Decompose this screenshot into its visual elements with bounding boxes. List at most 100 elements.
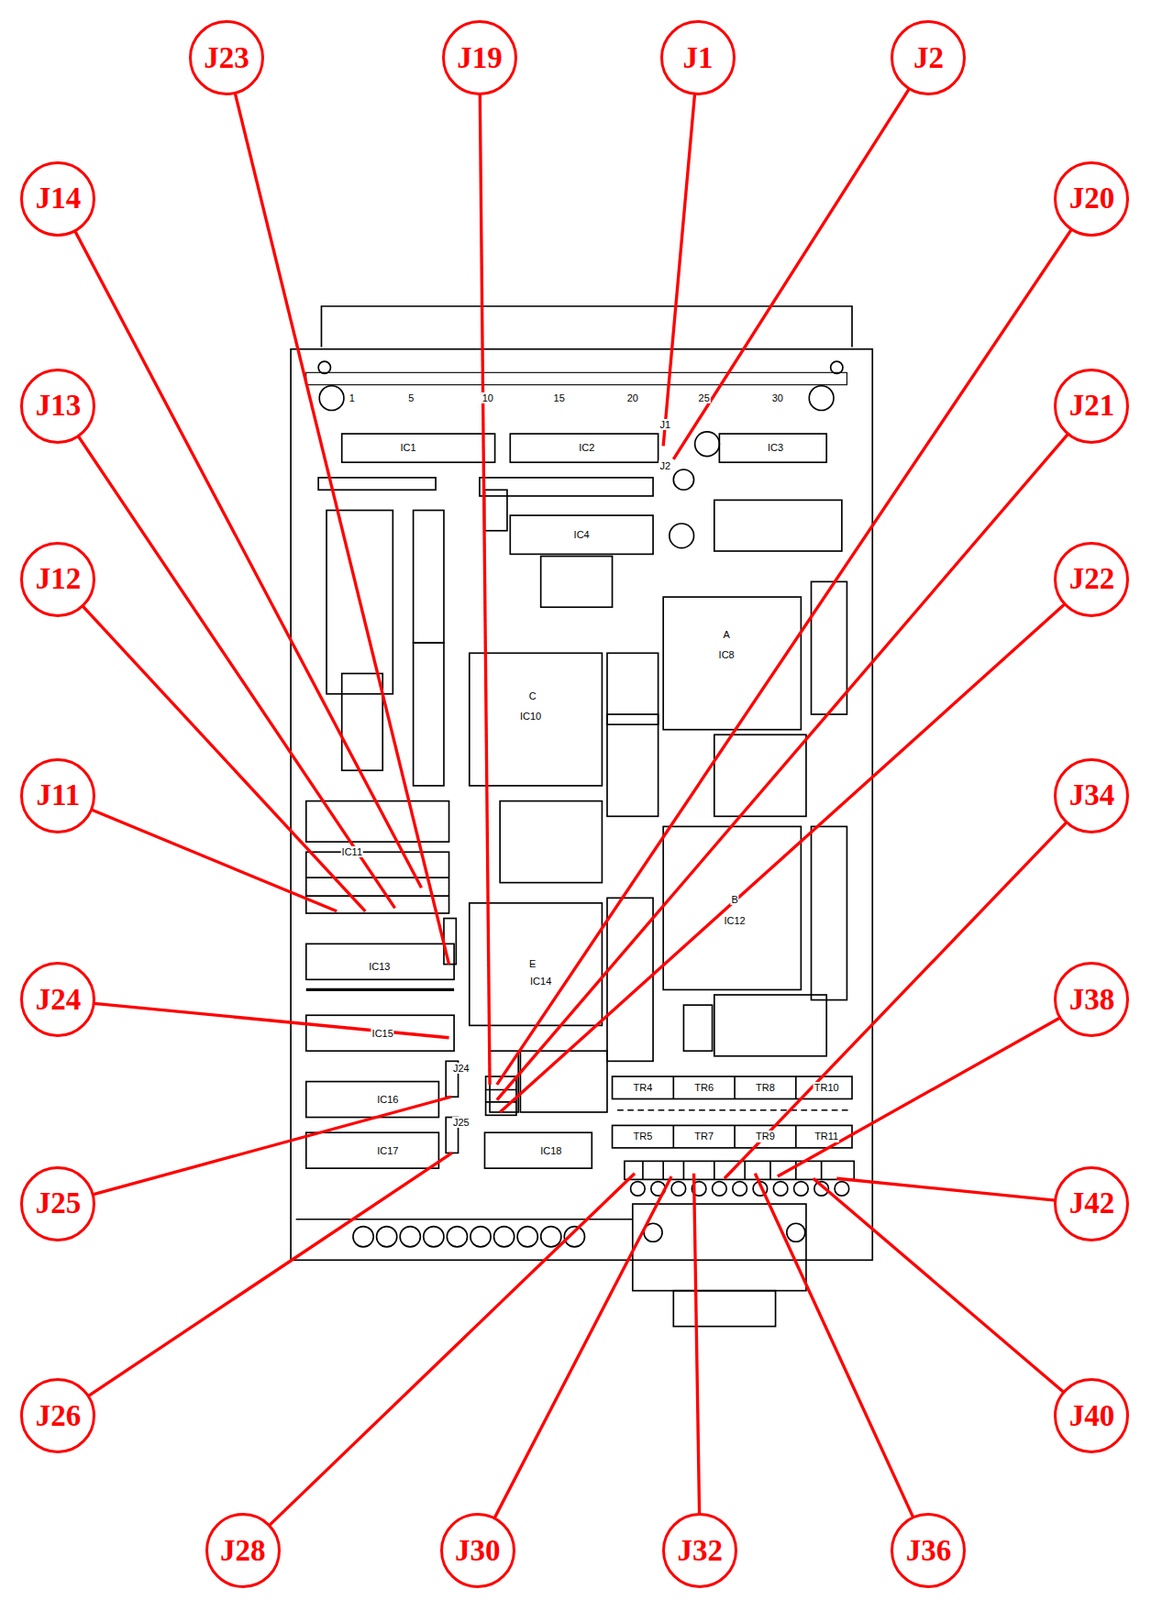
leader-line xyxy=(477,1176,672,1551)
callout-number: J25 xyxy=(35,1188,82,1219)
callout-number: J2 xyxy=(913,43,944,74)
callout-number: J28 xyxy=(220,1536,266,1567)
component-label: 30 xyxy=(771,392,785,404)
callout-circle: J11 xyxy=(20,758,96,834)
leader-line xyxy=(813,1178,1093,1417)
callout-circle: J1 xyxy=(660,20,736,96)
component-label: TR5 xyxy=(632,1130,654,1142)
callout-number: J14 xyxy=(35,183,82,214)
callout-circle: J34 xyxy=(1053,758,1129,834)
leader-line xyxy=(724,796,1093,1179)
callout-number: J40 xyxy=(1069,1401,1116,1432)
leader-line xyxy=(754,1173,929,1552)
component-label: IC1 xyxy=(398,442,417,454)
callout-circle: J20 xyxy=(1053,161,1129,237)
leader-line xyxy=(57,579,366,912)
callout-number: J34 xyxy=(1069,780,1116,811)
component-label: TR7 xyxy=(693,1130,715,1142)
callout-circle: J36 xyxy=(890,1513,966,1589)
leader-line xyxy=(57,1096,451,1205)
leader-line xyxy=(663,58,698,447)
leader-line xyxy=(226,58,450,965)
component-label: TR10 xyxy=(813,1082,841,1094)
callout-number: J11 xyxy=(36,780,81,811)
callout-number: J20 xyxy=(1069,183,1116,214)
component-label: 5 xyxy=(407,392,415,404)
callout-circle: J12 xyxy=(20,542,96,618)
component-label: IC17 xyxy=(376,1145,399,1157)
leader-line xyxy=(57,1152,452,1417)
callout-circle: J26 xyxy=(20,1378,96,1454)
callout-circle: J25 xyxy=(20,1166,96,1242)
component-label: J2 xyxy=(659,460,673,472)
component-label: J25 xyxy=(452,1117,471,1129)
component-label: IC3 xyxy=(766,442,785,454)
callout-number: J22 xyxy=(1069,564,1116,595)
callout-number: J19 xyxy=(456,43,503,74)
component-label: B xyxy=(730,894,739,906)
callout-number: J30 xyxy=(454,1536,501,1567)
component-label: 10 xyxy=(481,392,495,404)
component-label: A xyxy=(721,629,731,641)
leader-line xyxy=(57,796,337,912)
component-label: TR4 xyxy=(632,1082,654,1094)
component-label: TR9 xyxy=(754,1130,776,1142)
component-label: IC4 xyxy=(573,529,591,541)
callout-circle: J40 xyxy=(1053,1378,1129,1454)
callout-number: J26 xyxy=(35,1401,82,1432)
callout-circle: J38 xyxy=(1053,962,1129,1038)
callout-circle: J28 xyxy=(205,1513,281,1589)
component-label: J1 xyxy=(659,419,673,431)
leader-line xyxy=(57,406,395,908)
callout-number: J32 xyxy=(676,1536,723,1567)
component-label: 20 xyxy=(626,392,640,404)
component-label: TR11 xyxy=(813,1130,840,1142)
component-label: IC16 xyxy=(376,1094,399,1106)
component-label: C xyxy=(528,690,538,702)
callout-circle: J19 xyxy=(442,20,518,96)
callout-circle: J22 xyxy=(1053,542,1129,618)
component-label: IC2 xyxy=(577,442,596,454)
callout-number: J13 xyxy=(35,390,82,421)
leader-line xyxy=(694,1173,701,1552)
callout-circle: J24 xyxy=(20,962,96,1038)
callout-number: J12 xyxy=(35,564,82,595)
callout-number: J23 xyxy=(203,43,250,74)
leader-line xyxy=(57,199,421,888)
callout-number: J38 xyxy=(1069,984,1116,1016)
component-label: IC13 xyxy=(367,961,391,973)
component-label: 25 xyxy=(697,392,711,404)
leader-line xyxy=(479,58,490,1085)
component-label: J24 xyxy=(452,1062,471,1074)
callout-circle: J2 xyxy=(890,20,966,96)
component-label: IC10 xyxy=(519,710,543,722)
component-label: TR6 xyxy=(693,1082,715,1094)
callout-circle: J42 xyxy=(1053,1166,1129,1242)
component-label: 1 xyxy=(348,392,356,404)
component-label: TR8 xyxy=(754,1082,776,1094)
callout-number: J1 xyxy=(683,43,714,74)
callout-circle: J23 xyxy=(188,20,265,96)
callout-circle: J21 xyxy=(1053,368,1129,444)
component-label: IC12 xyxy=(722,915,746,927)
callout-circle: J30 xyxy=(440,1513,516,1589)
callout-number: J36 xyxy=(906,1536,952,1567)
component-label: IC18 xyxy=(539,1145,563,1157)
callout-circle: J13 xyxy=(20,368,96,444)
component-label: 15 xyxy=(553,392,566,404)
callout-circle: J14 xyxy=(20,161,96,237)
leader-line xyxy=(673,58,929,460)
callout-circle: J32 xyxy=(662,1513,738,1589)
leader-line xyxy=(777,1000,1093,1177)
component-label: IC15 xyxy=(371,1028,395,1040)
leader-line xyxy=(497,199,1093,1085)
leader-line xyxy=(497,406,1093,1101)
callout-number: J21 xyxy=(1069,390,1116,421)
leader-line xyxy=(499,579,1092,1113)
callout-number: J24 xyxy=(35,984,82,1016)
component-label: IC11 xyxy=(341,846,364,858)
component-label: E xyxy=(528,958,537,970)
component-label: IC8 xyxy=(718,649,736,661)
